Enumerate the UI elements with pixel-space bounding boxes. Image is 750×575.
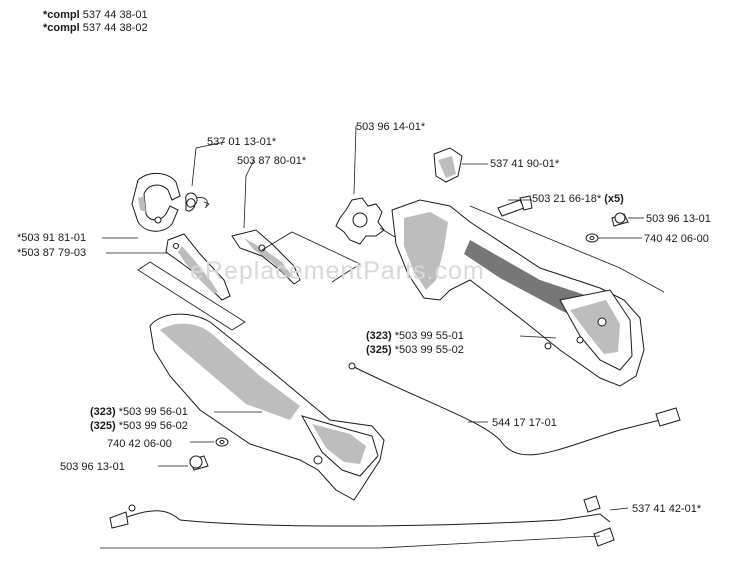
header-number-1: 537 44 38-01: [82, 9, 148, 21]
trigger-part: [165, 233, 231, 301]
label-spring: 503 96 14-01*: [356, 121, 426, 133]
header-line-1: *compl 537 44 38-01: [43, 9, 148, 22]
label-handle-323-key: (323): [366, 330, 392, 342]
label-handle-323: (323) *503 99 55-01: [366, 330, 464, 342]
wire-part: [109, 495, 615, 547]
label-wire: 537 41 42-01*: [632, 503, 702, 515]
label-washer-top: 740 42 06-00: [644, 233, 709, 245]
label-washer-bottom: 740 42 06-00: [107, 438, 172, 450]
label-handle-325-key: (325): [366, 344, 392, 356]
screw-x5-part: [497, 195, 533, 217]
label-clamp-clip: 537 01 13-01*: [207, 136, 277, 148]
handle-cover-part: [149, 313, 385, 501]
label-screw-x5: 503 21 66-18* (x5): [532, 193, 624, 205]
label-cover-325: (325) *503 99 56-02: [90, 420, 188, 432]
label-cover-323-key: (323): [90, 406, 116, 418]
screw-bottom-part: [189, 455, 209, 471]
label-screw-bottom: 503 96 13-01: [60, 461, 125, 473]
label-cover-323-number: *503 99 56-01: [118, 406, 188, 418]
label-screw-x5-number: 503 21 66-18*: [532, 193, 602, 205]
header-number-2: 537 44 38-02: [82, 22, 148, 34]
header-prefix-1: *compl: [43, 9, 80, 21]
washer-bottom-part: [215, 437, 229, 447]
watermark-text: eReplacementParts.com: [190, 257, 485, 285]
spring-part: [185, 192, 210, 212]
label-cable: 544 17 17-01: [492, 417, 557, 429]
header-prefix-2: *compl: [43, 22, 80, 34]
washer-top-part: [585, 233, 599, 243]
label-handle-325-number: *503 99 55-02: [394, 344, 464, 356]
label-cover-323: (323) *503 99 56-01: [90, 406, 188, 418]
label-lever: 503 87 80-01*: [237, 155, 307, 167]
cable-part: [348, 362, 681, 456]
label-screw-x5-qty: (x5): [604, 193, 624, 205]
label-trigger: *503 87 79-03: [17, 247, 87, 259]
screw-top-part: [611, 212, 629, 227]
gear-ring-part: [335, 197, 385, 245]
label-handle-325: (325) *503 99 55-02: [366, 344, 464, 356]
clamp-part: [131, 173, 181, 232]
label-cover-325-number: *503 99 56-02: [118, 420, 188, 432]
label-cover-325-key: (325): [90, 420, 116, 432]
button-part: [433, 147, 463, 183]
header-line-2: *compl 537 44 38-02: [43, 22, 148, 35]
label-screw-top: 503 96 13-01: [646, 213, 711, 225]
label-bracket: *503 91 81-01: [17, 232, 87, 244]
label-handle-323-number: *503 99 55-01: [394, 330, 464, 342]
label-button: 537 41 90-01*: [490, 158, 560, 170]
handle-housing-part: [391, 199, 645, 387]
